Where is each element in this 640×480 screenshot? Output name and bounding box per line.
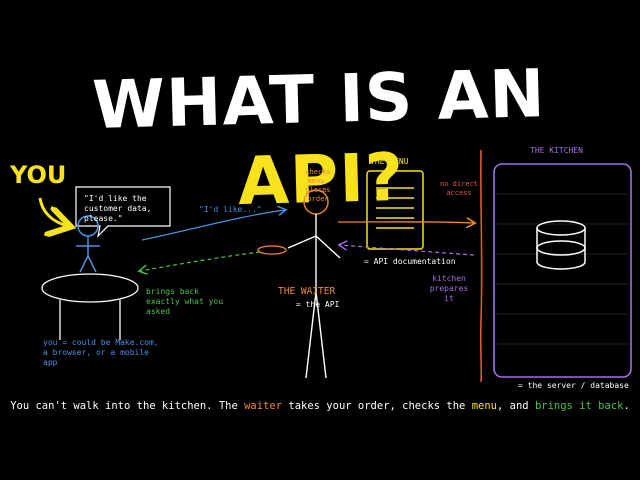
- caption-brings: brings it back: [534, 400, 624, 412]
- speech-bubble: [75, 186, 171, 238]
- you-label: YOU: [10, 161, 67, 189]
- no-access-label: no direct access: [440, 180, 478, 197]
- response-label: brings back exactly what you asked: [146, 287, 224, 316]
- caption-text-2: takes your order, checks the: [282, 400, 472, 412]
- speech-text: "I'd like the customer data, please.": [84, 194, 152, 223]
- kitchen-label: THE KITCHEN: [530, 146, 583, 155]
- response-arrow: [140, 251, 261, 271]
- database-icon: [536, 220, 586, 270]
- you-desc-label: you = could be Make.com, a browser, or a…: [43, 338, 159, 367]
- you-figure: [76, 215, 100, 273]
- waiter-checks-label: checks menu, places order: [305, 168, 331, 203]
- order-arrow: [337, 222, 474, 223]
- kitchen-box: [493, 163, 632, 378]
- waiter-label: THE WAITER: [278, 286, 336, 297]
- prepares-label: kitchen prepares it: [429, 274, 469, 303]
- caption: You can't walk into the kitchen. The wai…: [0, 400, 640, 412]
- caption-text-4: .: [623, 400, 630, 412]
- kitchen-grid: [496, 193, 629, 345]
- table: [41, 273, 139, 340]
- waiter-figure: [287, 189, 341, 379]
- kitchen-wall: [479, 149, 483, 383]
- waiter-sub-label: = the API: [296, 300, 340, 309]
- menu-label: THE MENU: [370, 157, 409, 166]
- request-arrow: [141, 210, 285, 241]
- menu-card: [366, 170, 424, 250]
- caption-text-1: You can't walk into the kitchen. The: [10, 400, 245, 412]
- caption-waiter: waiter: [244, 400, 283, 412]
- caption-menu: menu: [471, 400, 497, 412]
- kitchen-sub-label: = the server / database: [518, 381, 629, 390]
- waiter-tray: [257, 245, 287, 255]
- caption-text-3: , and: [497, 400, 535, 412]
- you-pointer-arrow: [38, 197, 68, 226]
- return-arrow: [340, 245, 475, 256]
- request-label: "I'd like...": [199, 205, 262, 214]
- menu-sub-label: = API documentation: [364, 257, 456, 266]
